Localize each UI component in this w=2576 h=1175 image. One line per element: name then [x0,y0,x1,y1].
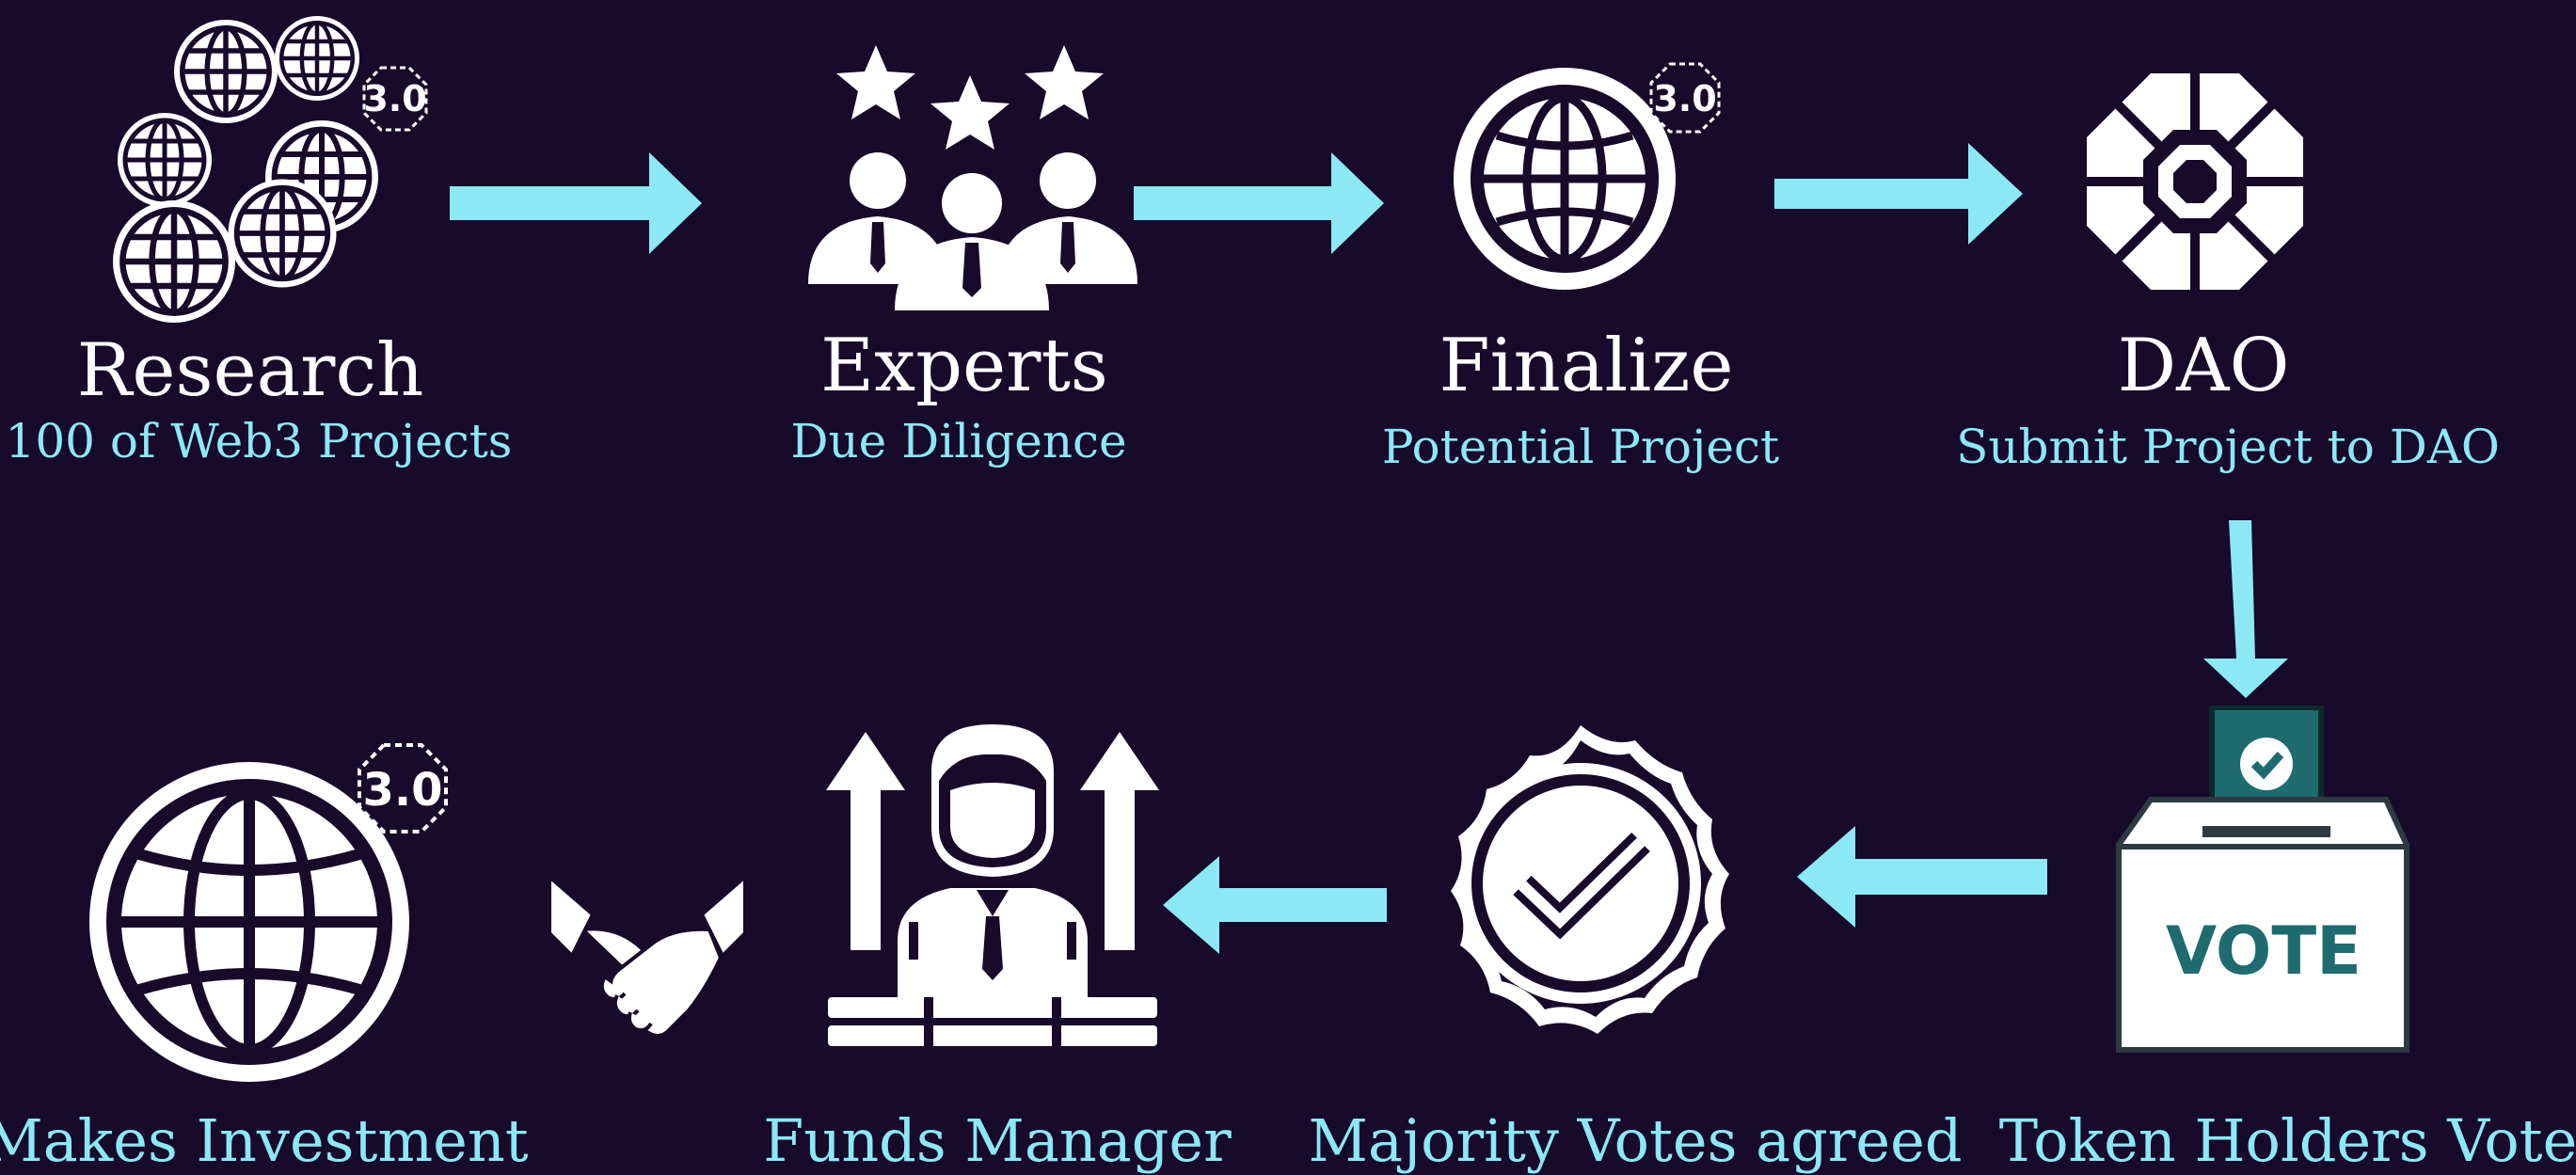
dao-octagon-icon [2085,71,2305,292]
globe-cluster-icon: 3.0 [99,9,447,329]
research-title: Research [76,328,424,413]
arrow-majority-to-funds [1163,856,1387,954]
arrow-research-to-experts [450,152,702,254]
research-badge: 3.0 [363,78,426,119]
ballot-box-label: VOTE [2166,913,2361,990]
ballot-box-icon: VOTE [2113,706,2414,1058]
handshake-icon [548,873,747,1057]
dao-title: DAO [2117,324,2290,408]
arrow-experts-to-finalize [1134,152,1384,254]
funds-caption: Funds Manager [763,1106,1232,1175]
investment-caption: Makes Investment [0,1106,529,1175]
finalize-title: Finalize [1439,324,1734,408]
investment-badge: 3.0 [362,764,442,817]
arrow-dao-to-vote [2203,520,2288,698]
experts-subtitle: Due Diligence [790,414,1127,468]
badge-octagon-shape [362,66,428,132]
finalize-subtitle: Potential Project [1381,420,1780,474]
experts-title: Experts [820,324,1108,408]
expert-team-icon [804,38,1138,310]
majority-caption: Majority Votes agreed [1308,1106,1963,1175]
research-subtitle: 100 of Web3 Projects [5,414,513,468]
arrow-vote-to-majority [1797,826,2047,928]
globe-icon: 3.0 [1454,56,1726,301]
investment-globe-icon: 3.0 [85,743,480,1082]
approval-badge-icon [1409,720,1752,1064]
arrow-finalize-to-dao [1774,143,2023,245]
finalize-badge: 3.0 [1653,78,1716,119]
vote-caption: Token Holders Vote [1998,1106,2576,1175]
funds-manager-icon [819,715,1167,1059]
dao-subtitle: Submit Project to DAO [1956,420,2500,474]
